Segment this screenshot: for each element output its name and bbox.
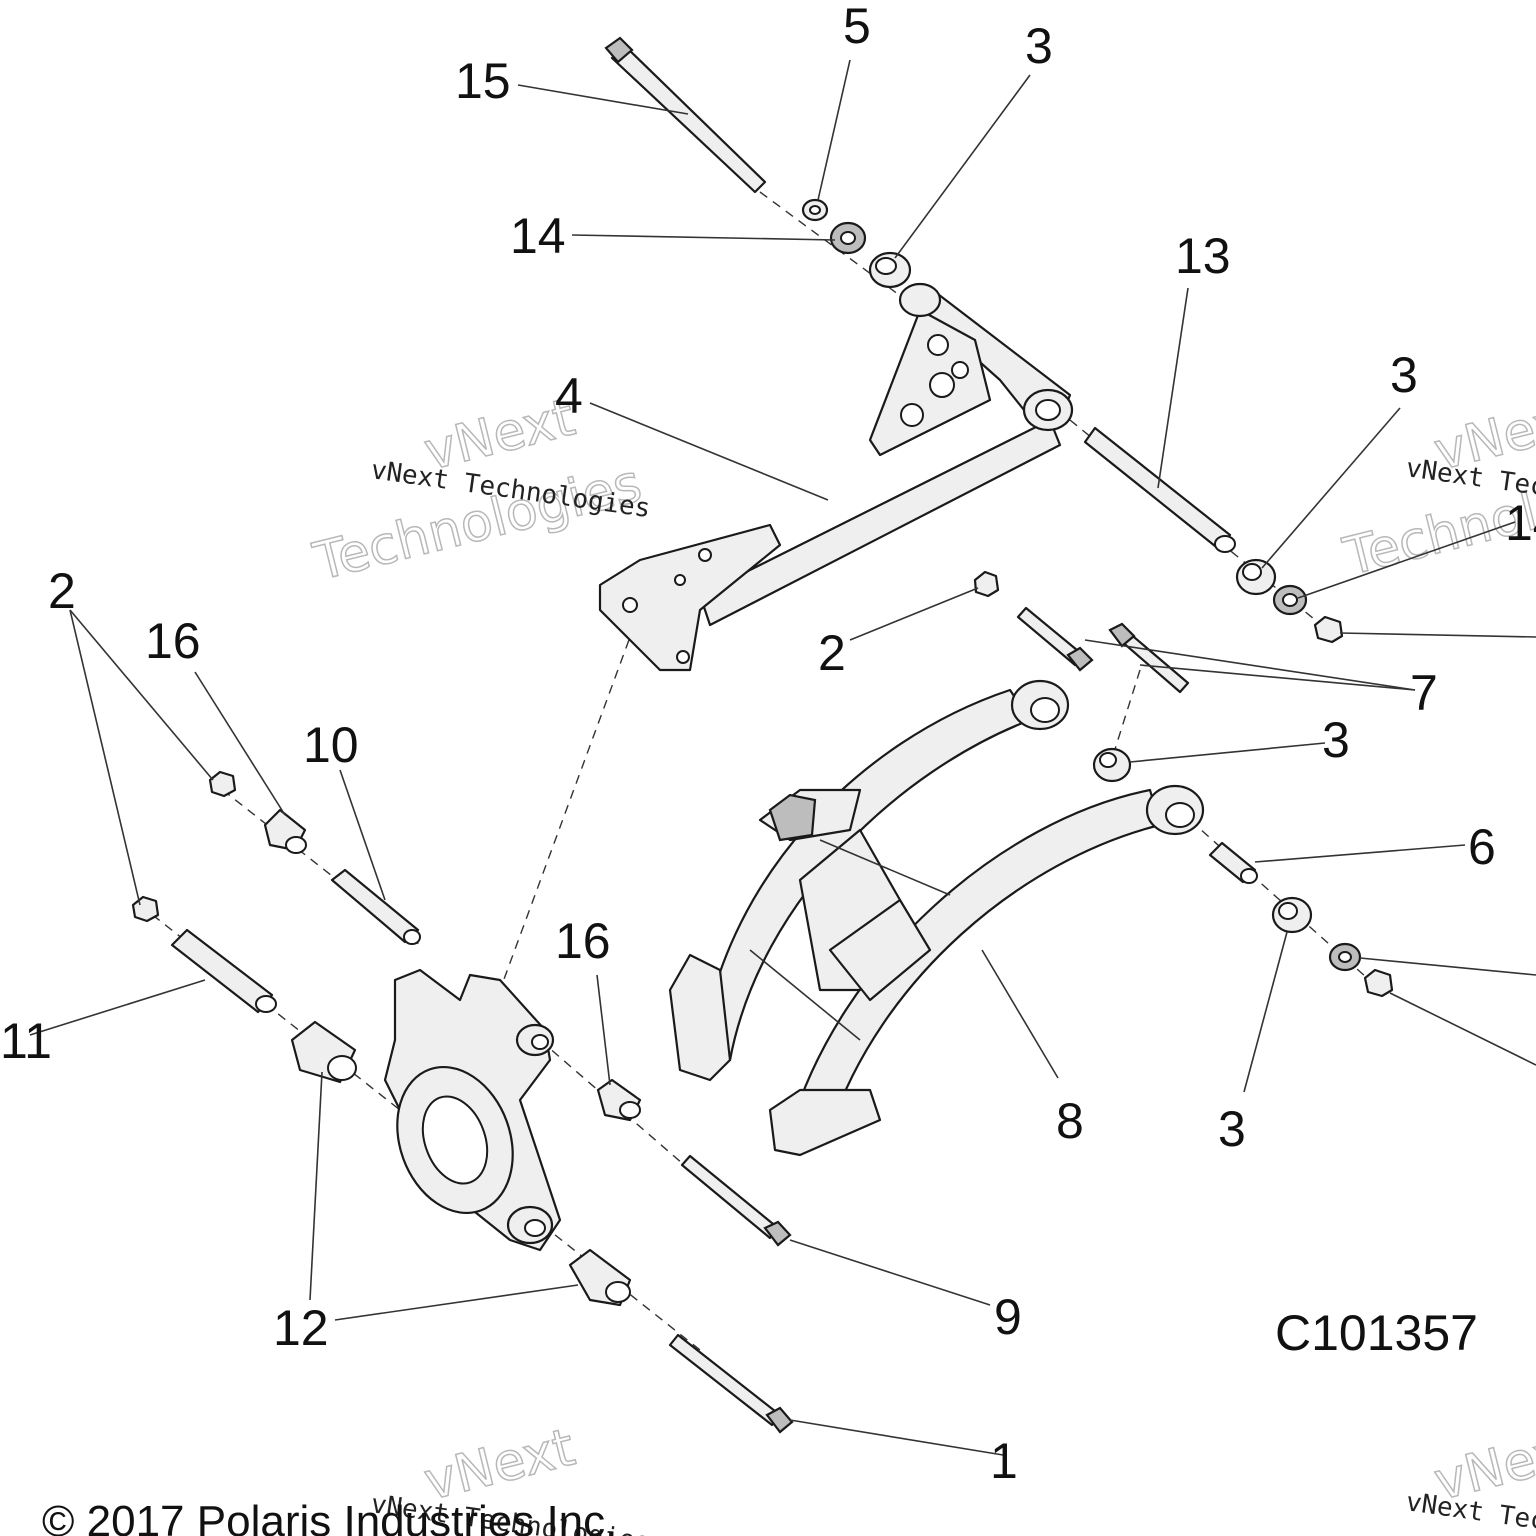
bushing-3-lower-right [1271, 896, 1313, 934]
nut-right-upper [1313, 615, 1344, 644]
callout-4: 4 [555, 368, 583, 424]
callout-6: 6 [1468, 819, 1496, 875]
nut-2-left-lower [131, 895, 160, 923]
nut-14-top [829, 221, 867, 255]
callout-13: 13 [1175, 228, 1231, 284]
bushing-16-upper [263, 808, 307, 854]
bolt-7-b [1108, 622, 1190, 694]
pin-10 [330, 868, 421, 945]
callout-labels: 1 2 2 3 3 3 3 4 5 6 7 8 9 10 11 12 13 14… [0, 0, 1536, 1489]
nut-lower-right-a [1328, 942, 1362, 972]
callout-11: 11 [0, 1013, 52, 1069]
callout-3-top: 3 [1025, 18, 1053, 74]
bushing-12-lower [568, 1248, 632, 1307]
callout-16-upper: 16 [145, 613, 201, 669]
lower-a-arm-8 [668, 679, 1205, 1157]
callout-5: 5 [843, 0, 871, 54]
callout-2-left: 2 [48, 563, 76, 619]
callout-7: 7 [1410, 665, 1438, 721]
nut-2-center [973, 570, 1000, 598]
bushing-3-top [868, 251, 912, 289]
bushing-16-center [596, 1078, 642, 1122]
bushing-12-upper [290, 1020, 357, 1084]
callout-9: 9 [994, 1289, 1022, 1345]
callout-10: 10 [303, 717, 359, 773]
steering-knuckle [383, 968, 562, 1252]
copyright-notice: © 2017 Polaris Industries Inc. [42, 1497, 617, 1536]
callout-12: 12 [273, 1300, 329, 1356]
bolt-15 [604, 36, 767, 194]
callout-3-right: 3 [1390, 347, 1418, 403]
leader-lines [29, 59, 1536, 1456]
drawing-code: C101357 [1275, 1305, 1478, 1361]
callout-14-top: 14 [510, 208, 566, 264]
bolt-7-a [1016, 606, 1094, 672]
bushing-3-center [1092, 747, 1132, 783]
nut-lower-right-b [1363, 968, 1394, 998]
nut-14-right [1272, 584, 1308, 616]
upper-a-arm-4 [598, 282, 1074, 672]
watermark-group-top-right: vNext Technologies vNext Technologies [1337, 387, 1536, 589]
bushing-3-right [1235, 558, 1277, 596]
callout-8: 8 [1056, 1093, 1084, 1149]
callout-3-bottom: 3 [1218, 1101, 1246, 1157]
callout-1: 1 [990, 1433, 1018, 1489]
pin-11 [170, 928, 277, 1014]
washer-5 [801, 198, 829, 222]
callout-15: 15 [455, 53, 511, 109]
callout-2-center: 2 [818, 625, 846, 681]
watermark-group-bottom-right: vNext vNext Technologies [1404, 1417, 1536, 1536]
spacer-6 [1208, 841, 1258, 884]
callout-3-center: 3 [1322, 712, 1350, 768]
pin-13 [1083, 426, 1236, 553]
nut-2-left-upper [208, 770, 237, 798]
bolt-9 [680, 1154, 792, 1247]
watermark-group-top-left: vNext Technologies vNext Technologies [307, 387, 652, 594]
callout-16-center: 16 [555, 913, 611, 969]
bolt-1 [668, 1333, 794, 1434]
callout-14-right: 14 [1505, 495, 1536, 551]
